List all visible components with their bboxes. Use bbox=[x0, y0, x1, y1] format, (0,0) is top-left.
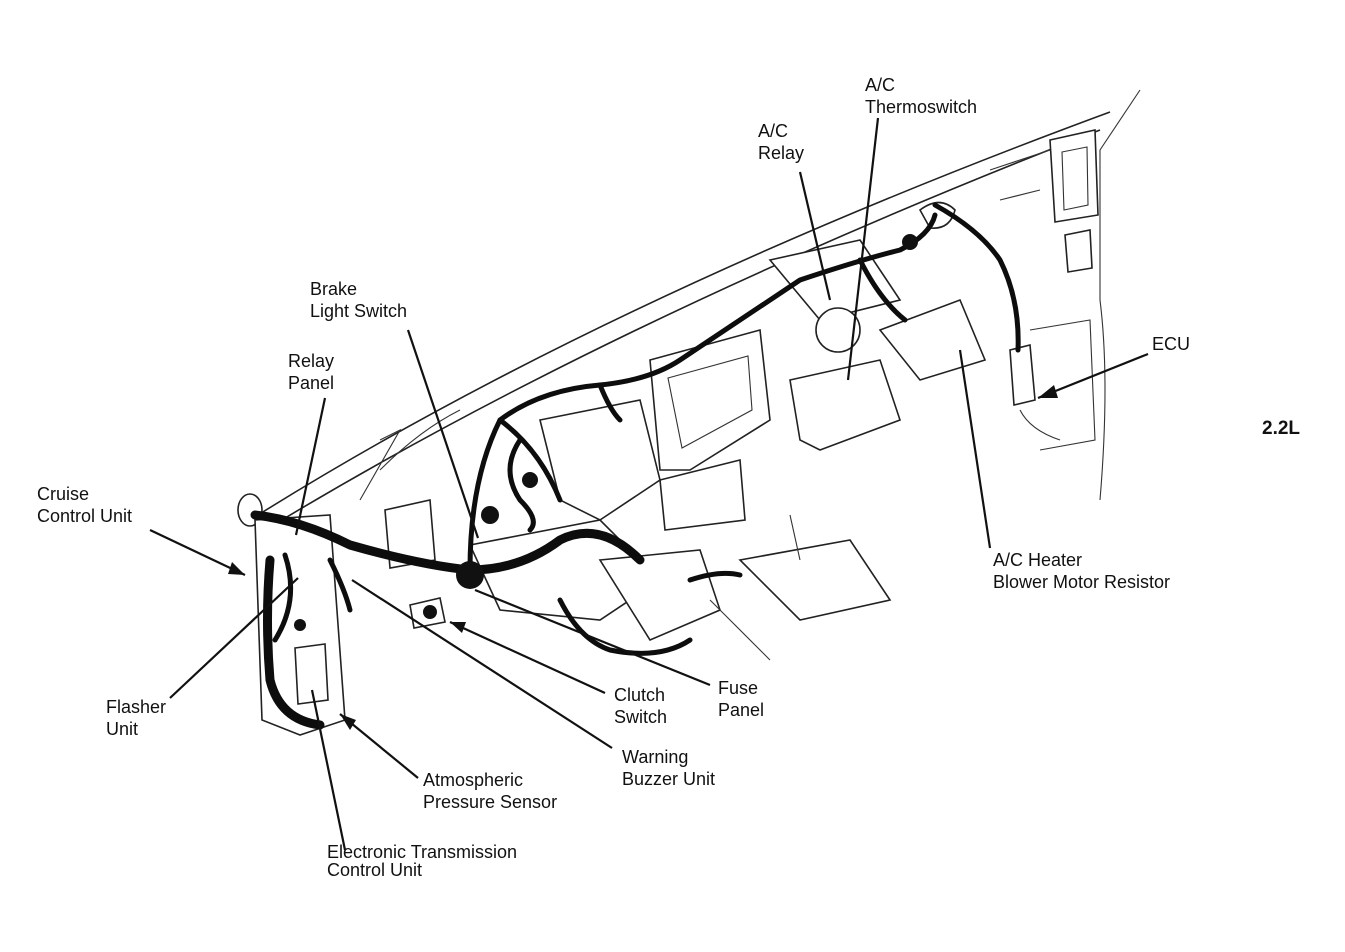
label-line: Brake bbox=[310, 279, 358, 299]
label-ac-thermoswitch: A/C Thermoswitch bbox=[865, 74, 977, 118]
leader-flasher-unit bbox=[169, 577, 299, 699]
label-line: Flasher bbox=[106, 697, 167, 717]
leader-ac-thermoswitch bbox=[846, 117, 880, 381]
leader-ac-relay bbox=[798, 171, 832, 301]
label-flasher-unit: Flasher Unit bbox=[106, 696, 166, 740]
label-fuse-panel: Fuse Panel bbox=[718, 677, 764, 721]
leader-ac-heater-resistor bbox=[958, 349, 992, 549]
label-line: Switch bbox=[614, 707, 668, 727]
label-line: Relay bbox=[758, 143, 805, 163]
cowl-outline bbox=[249, 89, 1141, 533]
label-line: Unit bbox=[106, 719, 139, 739]
left-side-components bbox=[237, 428, 892, 736]
label-line: A/C bbox=[865, 75, 896, 95]
label-line: Pressure Sensor bbox=[423, 792, 558, 812]
label-line: Warning bbox=[622, 747, 689, 767]
label-relay-panel: Relay Panel bbox=[288, 350, 334, 394]
leader-ecu bbox=[1037, 352, 1149, 400]
label-line: Buzzer Unit bbox=[622, 769, 716, 789]
leader-fuse-panel bbox=[474, 588, 711, 687]
label-line: A/C bbox=[758, 121, 789, 141]
label-line: Atmospheric bbox=[423, 770, 524, 790]
label-atmospheric-pressure-sensor: Atmospheric Pressure Sensor bbox=[423, 769, 557, 813]
leader-lines bbox=[149, 117, 1149, 851]
leader-relay-panel bbox=[294, 397, 327, 536]
label-line: Light Switch bbox=[310, 301, 408, 321]
leader-clutch-switch bbox=[449, 620, 606, 695]
label-line: Control Unit bbox=[37, 506, 133, 526]
label-clutch-switch: Clutch Switch bbox=[614, 684, 667, 728]
label-cruise-control-unit: Cruise Control Unit bbox=[37, 483, 132, 527]
label-line: Clutch bbox=[614, 685, 666, 705]
leader-cruise-control bbox=[149, 529, 246, 576]
label-line: Relay bbox=[288, 351, 335, 371]
label-line: Control Unit bbox=[327, 860, 423, 880]
right-side-components bbox=[932, 129, 1099, 451]
label-line: Blower Motor Resistor bbox=[993, 572, 1171, 592]
leader-brake-light-switch bbox=[406, 329, 480, 539]
leader-warning-buzzer bbox=[351, 579, 613, 749]
label-line: A/C Heater bbox=[993, 550, 1083, 570]
wiring-harness bbox=[250, 212, 938, 730]
label-electronic-transmission-control-unit: Electronic Transmission Control Unit bbox=[327, 843, 517, 879]
label-ac-relay: A/C Relay bbox=[758, 120, 804, 164]
leader-etcu bbox=[310, 689, 347, 851]
label-line: Panel bbox=[288, 373, 335, 393]
label-line: Fuse bbox=[718, 678, 759, 698]
label-line: ECU bbox=[1152, 334, 1191, 354]
label-line: Panel bbox=[718, 700, 765, 720]
label-ecu: ECU bbox=[1152, 333, 1190, 355]
label-brake-light-switch: Brake Light Switch bbox=[310, 278, 407, 322]
engine-label: 2.2L bbox=[1262, 418, 1301, 439]
label-ac-heater-resistor: A/C Heater Blower Motor Resistor bbox=[993, 549, 1170, 593]
heater-housing bbox=[539, 201, 987, 531]
label-line: Thermoswitch bbox=[865, 97, 978, 117]
label-line: Cruise bbox=[37, 484, 90, 504]
label-warning-buzzer-unit: Warning Buzzer Unit bbox=[622, 746, 715, 790]
label-line: Electronic Transmission bbox=[327, 842, 518, 862]
